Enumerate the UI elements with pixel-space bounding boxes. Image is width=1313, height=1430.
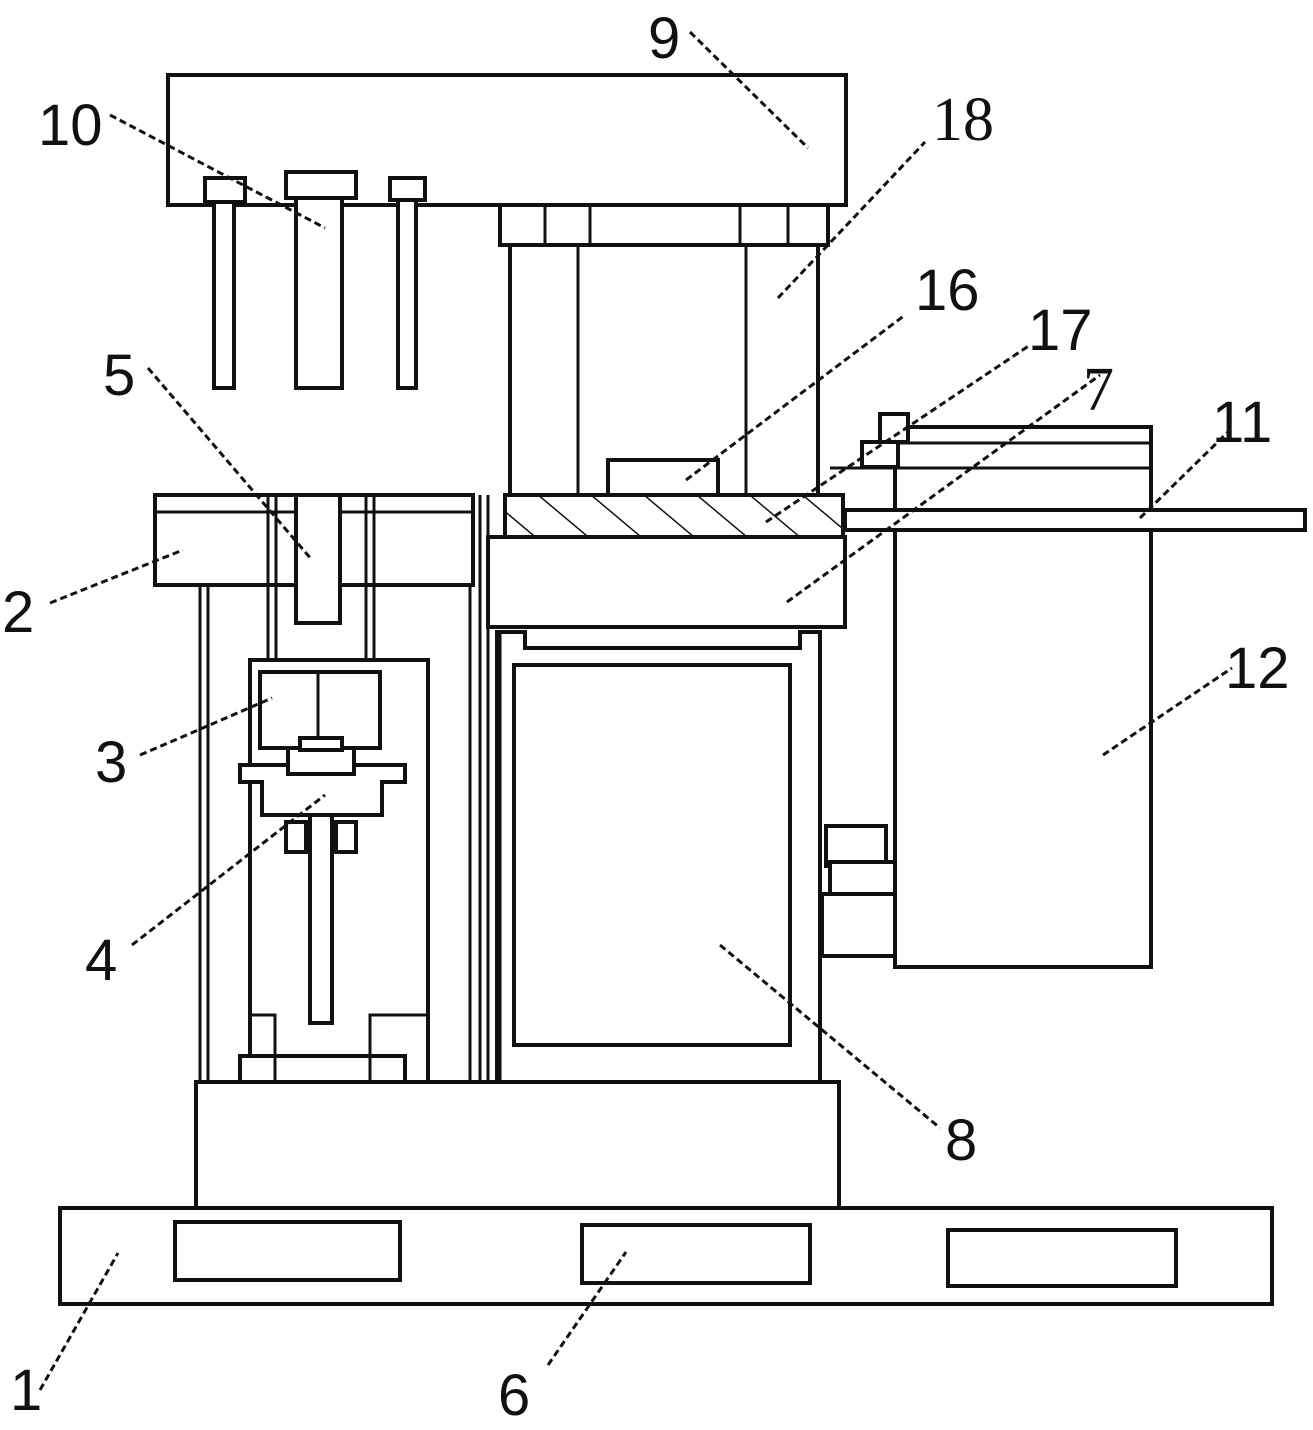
- clamp-block: [258, 670, 382, 750]
- press-cylinder: [508, 243, 820, 497]
- leader-4: [131, 793, 326, 947]
- screw-collar-right: [334, 820, 358, 854]
- foot-slot-left: [173, 1220, 402, 1282]
- cylinder-flange: [498, 203, 830, 247]
- slider-cap: [298, 736, 344, 752]
- foot-slot-right: [946, 1228, 1178, 1288]
- punch-pin-right-head: [388, 176, 427, 202]
- label-12: 12: [1225, 636, 1290, 701]
- screw-housing-foot: [238, 1054, 407, 1084]
- top-beam: [166, 73, 848, 207]
- leader-10: [109, 113, 326, 230]
- guide-post: [294, 493, 342, 625]
- label-11: 11: [1212, 390, 1272, 455]
- motor-mount: [820, 892, 899, 958]
- slider-yoke: [238, 763, 407, 817]
- punch-pin-right: [396, 183, 418, 390]
- leader-18: [776, 140, 927, 300]
- label-6: 6: [498, 1363, 530, 1428]
- punch-pin-left: [212, 178, 236, 390]
- motor-cap: [824, 824, 888, 868]
- label-1: 1: [10, 1358, 42, 1423]
- leader-11: [1138, 428, 1232, 520]
- leader-8: [719, 943, 941, 1130]
- leader-2: [49, 548, 184, 605]
- screw-housing-inner: [250, 1013, 428, 1082]
- label-3: 3: [95, 730, 127, 795]
- leader-5: [146, 367, 314, 561]
- leader-16: [685, 313, 906, 482]
- leader-12: [1102, 666, 1233, 757]
- label-9: 9: [648, 6, 680, 71]
- lead-screw: [308, 813, 334, 1025]
- label-17: 17: [1028, 298, 1093, 363]
- label-5: 5: [103, 343, 135, 408]
- punch-pin-center-head: [284, 170, 358, 200]
- punch-pin-center: [294, 183, 344, 390]
- main-housing: [512, 663, 792, 1047]
- motor-body: [828, 860, 898, 896]
- label-18: 18: [932, 86, 994, 154]
- label-2: 2: [2, 580, 34, 645]
- leader-7: [786, 373, 1101, 604]
- feed-rail: [843, 508, 1307, 532]
- pedestal: [194, 1080, 841, 1210]
- screw-collar-left: [284, 820, 308, 854]
- label-10: 10: [38, 93, 103, 158]
- leader-6: [546, 1251, 628, 1366]
- leader-3: [139, 696, 273, 757]
- slider-nut: [286, 746, 356, 776]
- label-16: 16: [915, 258, 980, 323]
- label-7: 7: [1083, 356, 1114, 424]
- leader-17: [765, 343, 1031, 524]
- leader-9: [688, 30, 810, 150]
- hatched-plate: [503, 493, 845, 539]
- work-table: [486, 535, 847, 629]
- label-8: 8: [945, 1108, 977, 1173]
- pressure-pad: [606, 458, 720, 497]
- leader-1: [38, 1252, 120, 1391]
- label-4: 4: [85, 928, 117, 993]
- foot-slot-middle: [580, 1223, 812, 1285]
